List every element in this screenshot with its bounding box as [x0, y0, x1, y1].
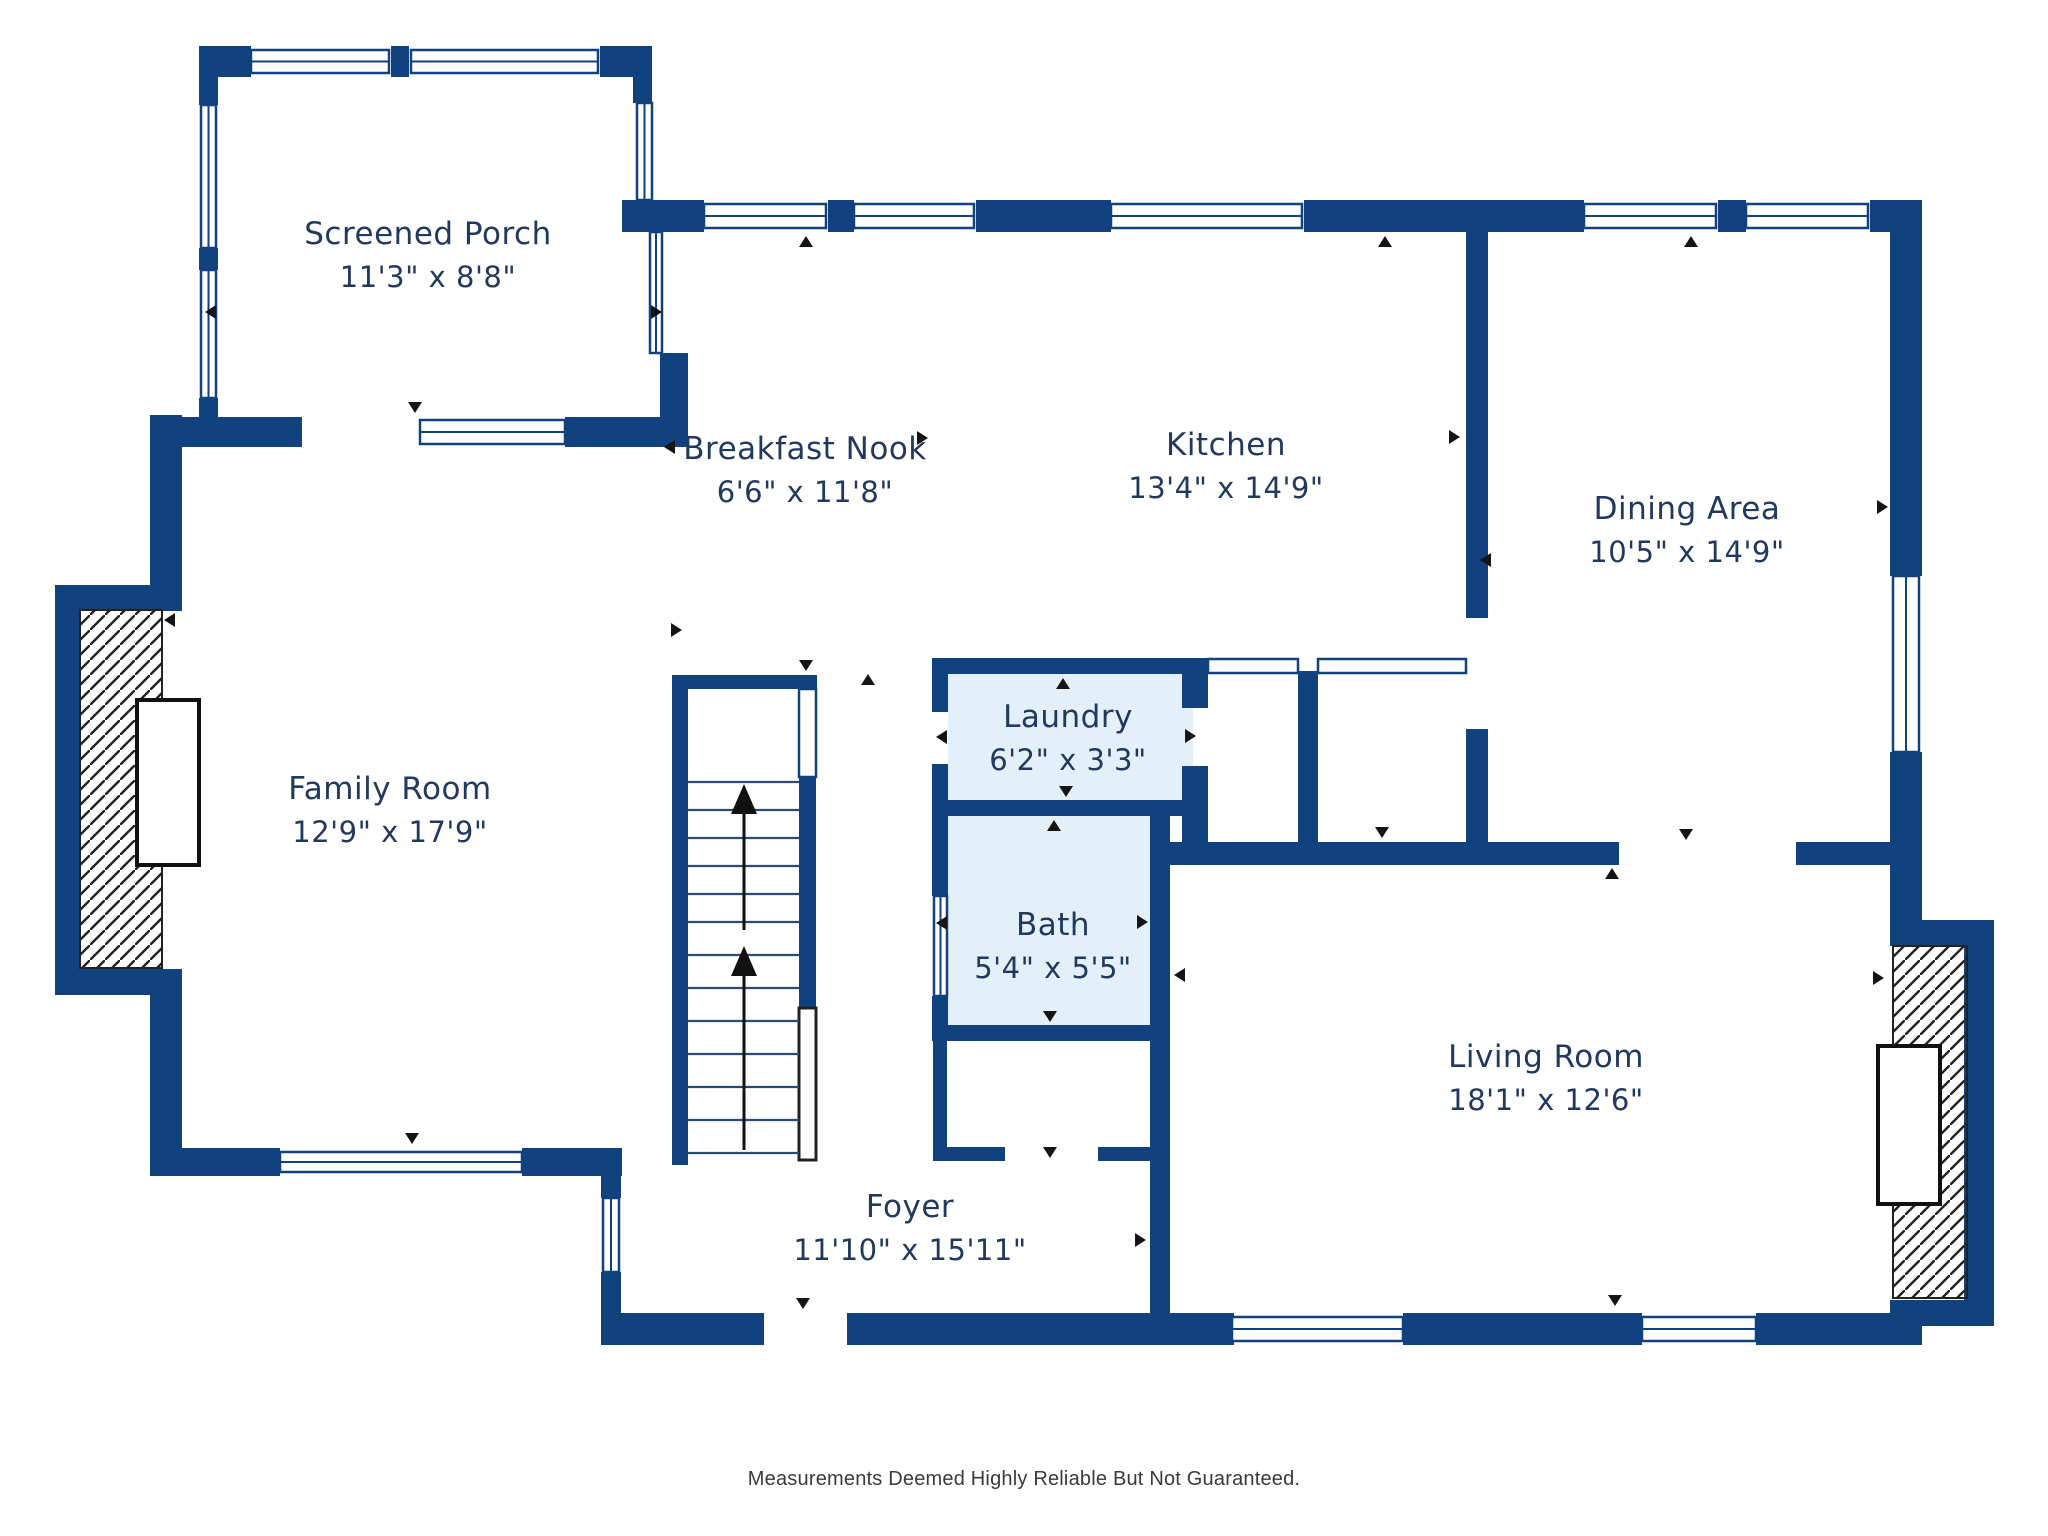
room-name: Laundry — [1003, 699, 1133, 735]
fireplace-left — [79, 609, 201, 969]
room-name: Breakfast Nook — [683, 431, 927, 467]
footer-disclaimer: Measurements Deemed Highly Reliable But … — [747, 1468, 1301, 1490]
room-label-family-room: Family Room 12'9" x 17'9" — [288, 770, 491, 851]
stairs-up-arrow — [731, 784, 757, 814]
stairs-up-arrow-2 — [731, 946, 757, 976]
room-label-bath: Bath 5'4" x 5'5" — [974, 906, 1132, 987]
room-label-screened-porch: Screened Porch 11'3" x 8'8" — [304, 215, 552, 296]
room-label-foyer: Foyer 11'10" x 15'11" — [793, 1188, 1026, 1269]
room-label-breakfast-nook: Breakfast Nook 6'6" x 11'8" — [683, 430, 927, 511]
room-dims: 10'5" x 14'9" — [1589, 534, 1785, 569]
room-name: Living Room — [1448, 1039, 1644, 1075]
room-dims: 11'3" x 8'8" — [339, 259, 517, 294]
room-name: Screened Porch — [304, 216, 552, 252]
door-markers — [164, 236, 1888, 1309]
room-name: Foyer — [865, 1189, 955, 1225]
room-name: Family Room — [288, 771, 492, 807]
fireplace-right — [1876, 945, 1968, 1299]
walls — [55, 46, 1994, 1345]
room-dims: 12'9" x 17'9" — [292, 814, 488, 849]
room-label-living-room: Living Room 18'1" x 12'6" — [1448, 1038, 1644, 1119]
room-dims: 6'6" x 11'8" — [716, 474, 894, 509]
room-dims: 5'4" x 5'5" — [974, 950, 1132, 985]
room-label-laundry: Laundry 6'2" x 3'3" — [989, 698, 1147, 779]
windows-horizontal — [249, 48, 1870, 1343]
room-name: Bath — [1015, 907, 1091, 943]
room-name: Kitchen — [1165, 427, 1286, 463]
room-dims: 13'4" x 14'9" — [1128, 470, 1324, 505]
room-label-kitchen: Kitchen 13'4" x 14'9" — [1128, 426, 1323, 507]
room-label-dining-area: Dining Area 10'5" x 14'9" — [1589, 490, 1784, 571]
room-dims: 11'10" x 15'11" — [793, 1232, 1027, 1267]
room-dims: 18'1" x 12'6" — [1448, 1082, 1644, 1117]
room-name: Dining Area — [1593, 491, 1781, 527]
room-dims: 6'2" x 3'3" — [989, 742, 1147, 777]
staircase — [688, 687, 818, 1162]
highlighted-room-fills — [948, 672, 1193, 1027]
windows-vertical — [199, 101, 1921, 1274]
